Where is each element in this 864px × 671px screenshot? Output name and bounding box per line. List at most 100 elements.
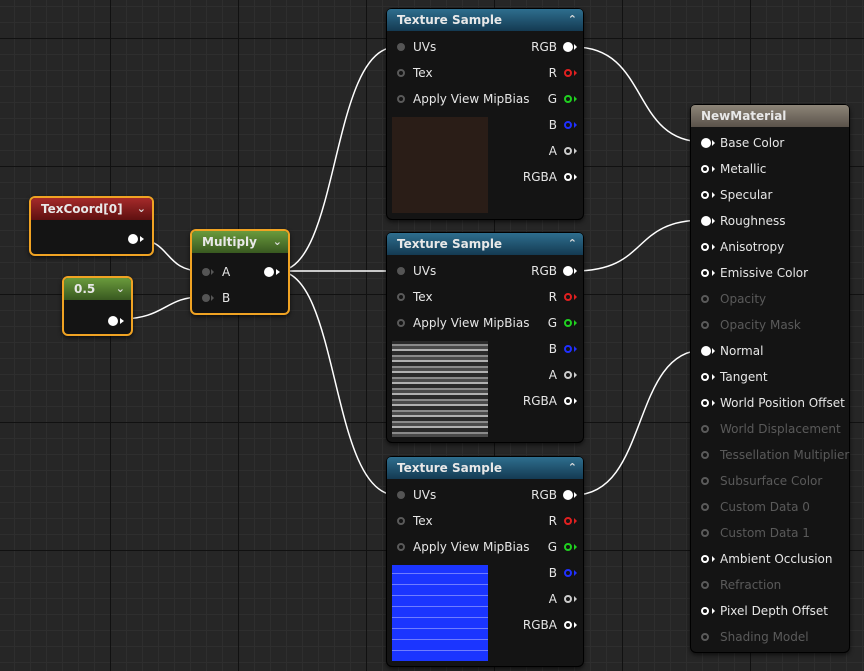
texture-input-label: Apply View MipBias <box>413 540 530 554</box>
material-input-label: Opacity Mask <box>720 318 801 332</box>
texture-output-label: G <box>547 316 557 330</box>
texture-output-label: R <box>548 290 557 304</box>
output-arrow-icon <box>574 518 577 524</box>
material-input-pin <box>701 477 709 485</box>
texture-input-pin[interactable] <box>397 69 405 77</box>
material-input-label: Anisotropy <box>720 240 785 254</box>
texture-output-pin[interactable] <box>564 621 572 629</box>
texture-output-label: A <box>548 144 557 158</box>
texture-output-label: RGBA <box>522 618 557 632</box>
output-arrow-icon <box>574 70 577 76</box>
chevron-down-icon[interactable]: ⌄ <box>115 282 125 295</box>
texture-sample-title: Texture Sample <box>397 461 503 475</box>
output-arrow-icon <box>574 174 577 180</box>
chevron-down-icon[interactable]: ⌄ <box>272 235 282 248</box>
texture-output-pin[interactable] <box>564 121 572 129</box>
chevron-up-icon[interactable]: ⌃ <box>567 461 577 474</box>
multiply-input-b-pin[interactable] <box>202 294 210 302</box>
texture-output-label: RGB <box>531 40 557 54</box>
material-input-pin <box>701 295 709 303</box>
material-input-label: Shading Model <box>720 630 809 644</box>
texture-output-pin[interactable] <box>563 490 573 500</box>
material-input-pin <box>701 529 709 537</box>
constant-node[interactable]: 0.5 ⌄ <box>62 276 133 336</box>
material-input-pin[interactable] <box>701 243 709 251</box>
material-input-label: Ambient Occlusion <box>720 552 833 566</box>
material-input-label: Custom Data 1 <box>720 526 810 540</box>
texture-output-pin[interactable] <box>563 266 573 276</box>
chevron-down-icon[interactable]: ⌄ <box>136 202 146 215</box>
texture-input-pin[interactable] <box>397 267 405 275</box>
texture-output-pin[interactable] <box>563 42 573 52</box>
output-arrow-icon <box>574 294 577 300</box>
texture-output-pin[interactable] <box>564 293 572 301</box>
texture-input-pin[interactable] <box>397 43 405 51</box>
texture-output-pin[interactable] <box>564 147 572 155</box>
material-input-pin[interactable] <box>701 346 711 356</box>
texture-output-pin[interactable] <box>564 371 572 379</box>
material-input-pin <box>701 633 709 641</box>
material-input-pin[interactable] <box>701 373 709 381</box>
texture-output-pin[interactable] <box>564 345 572 353</box>
material-input-label: Base Color <box>720 136 785 150</box>
output-arrow-icon <box>574 372 577 378</box>
texture-input-pin[interactable] <box>397 491 405 499</box>
input-arrow-icon <box>712 166 715 172</box>
material-input-pin[interactable] <box>701 399 709 407</box>
texture-input-label: UVs <box>413 264 437 278</box>
constant-output-pin[interactable] <box>108 316 118 326</box>
texture-sample-header[interactable]: Texture Sample⌃ <box>387 233 583 255</box>
texture-sample-header[interactable]: Texture Sample ⌃ <box>387 457 583 479</box>
material-input-pin <box>701 425 709 433</box>
texture-output-pin[interactable] <box>564 543 572 551</box>
multiply-output-pin[interactable] <box>264 267 274 277</box>
texcoord-node[interactable]: TexCoord[0] ⌄ <box>29 196 154 256</box>
material-input-pin[interactable] <box>701 555 709 563</box>
texture-output-pin[interactable] <box>564 69 572 77</box>
texture-output-label: RGB <box>531 488 557 502</box>
material-input-pin[interactable] <box>701 138 711 148</box>
multiply-header[interactable]: Multiply ⌄ <box>192 231 288 253</box>
texture-output-pin[interactable] <box>564 173 572 181</box>
texture-input-pin[interactable] <box>397 319 405 327</box>
chevron-up-icon[interactable]: ⌃ <box>567 13 577 26</box>
output-arrow-icon <box>574 492 577 498</box>
texture-output-pin[interactable] <box>564 397 572 405</box>
texcoord-output-pin[interactable] <box>128 234 138 244</box>
texcoord-title: TexCoord[0] <box>41 202 123 216</box>
material-input-pin[interactable] <box>701 269 709 277</box>
multiply-node[interactable]: Multiply ⌄ A B <box>190 229 290 315</box>
material-input-pin[interactable] <box>701 216 711 226</box>
material-header[interactable]: NewMaterial <box>691 105 849 127</box>
texture-output-pin[interactable] <box>564 569 572 577</box>
input-arrow-icon <box>712 192 715 198</box>
output-arrow-icon <box>574 622 577 628</box>
multiply-input-a-pin[interactable] <box>202 268 210 276</box>
wire-texture3-rgb-to-normal <box>573 349 705 496</box>
material-input-pin[interactable] <box>701 165 709 173</box>
texture-input-pin[interactable] <box>397 95 405 103</box>
texture-output-label: G <box>547 540 557 554</box>
texture-sample-header[interactable]: Texture Sample⌃ <box>387 9 583 31</box>
texture-output-pin[interactable] <box>564 517 572 525</box>
material-input-pin[interactable] <box>701 191 709 199</box>
texture-output-pin[interactable] <box>564 319 572 327</box>
texture-input-pin[interactable] <box>397 543 405 551</box>
texcoord-header[interactable]: TexCoord[0] ⌄ <box>31 198 152 220</box>
output-arrow-icon <box>574 96 577 102</box>
material-input-label: Opacity <box>720 292 767 306</box>
texture-input-pin[interactable] <box>397 293 405 301</box>
texture-input-pin[interactable] <box>397 517 405 525</box>
texture-input-label: Apply View MipBias <box>413 92 530 106</box>
material-input-pin[interactable] <box>701 607 709 615</box>
texture-output-pin[interactable] <box>564 595 572 603</box>
chevron-up-icon[interactable]: ⌃ <box>567 237 577 250</box>
output-arrow-icon <box>574 596 577 602</box>
texture-input-label: Tex <box>413 290 433 304</box>
constant-header[interactable]: 0.5 ⌄ <box>64 278 131 300</box>
texture-output-pin[interactable] <box>564 95 572 103</box>
